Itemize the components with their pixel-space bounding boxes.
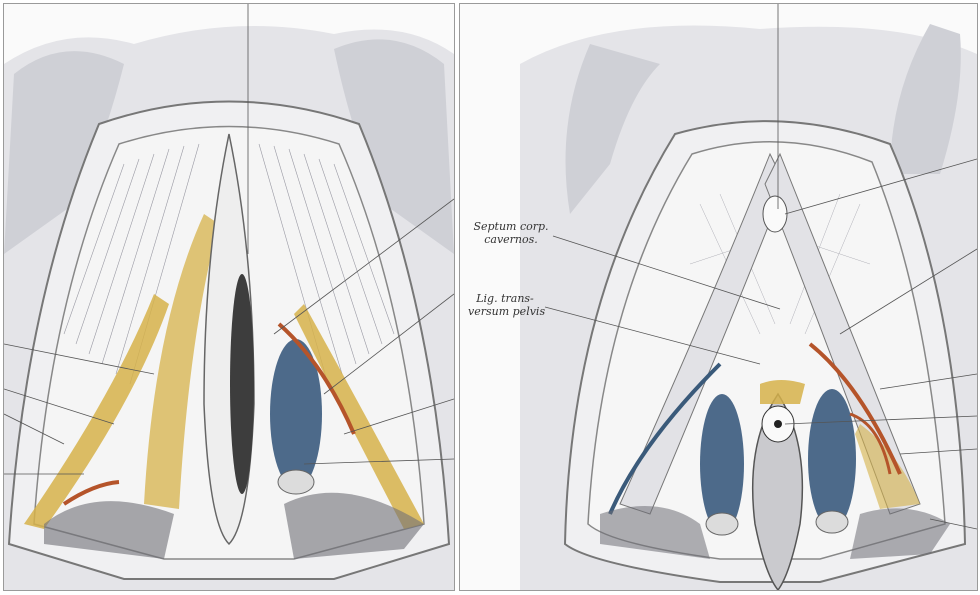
right-bulb [808,389,856,529]
left-buttock-shade [4,51,124,255]
bulb-end [277,469,315,495]
right-ischiocavernosus [294,304,424,529]
lig-label-line2: versum pelvis [468,305,546,318]
right-lower-tissue [850,508,950,559]
left-ischiocavernosus [24,294,169,529]
lig-label-line1: Lig. trans- [476,292,534,305]
left-bulb-end [705,512,739,536]
septum-label-line2: cavernos. [484,233,538,246]
right-anal-tissue [284,492,424,559]
septum-corporum-cavernosorum-label: Septum corp. cavernos. [470,220,552,246]
left-dissection-drawing [4,4,454,590]
right-artery-branch [849,412,892,475]
perineal-artery-left [62,480,120,506]
left-thigh-shade [565,44,660,214]
left-anal-tissue [44,501,174,559]
right-dissection-drawing [520,4,977,590]
right-bulb-end [815,510,849,534]
urethral-lumen [774,420,782,428]
left-lower-tissue [600,506,710,559]
perineal-artery-right [277,322,356,435]
right-buttock-shade [334,39,454,254]
left-bulb [700,394,744,534]
vestibular-bulb [270,339,322,489]
left-dorsal-vein [608,362,722,515]
right-artery [808,342,902,475]
ligamentum-transversum-pelvis-label: Lig. trans- versum pelvis [468,292,546,318]
left-dissection-panel [3,3,455,591]
left-muscle-fibers [63,143,200,385]
transverse-muscle [760,380,805,404]
left-bulbospongiosus [144,214,219,509]
right-dissection-panel [459,3,978,591]
right-thigh-shade [890,24,961,174]
urethra-section [762,195,788,233]
vaginal-canal [751,392,804,590]
left-leader-lines [4,4,454,475]
right-leader-lines [544,4,977,530]
septum-label-line1: Septum corp. [473,220,549,233]
urogenital-opening [230,274,254,494]
